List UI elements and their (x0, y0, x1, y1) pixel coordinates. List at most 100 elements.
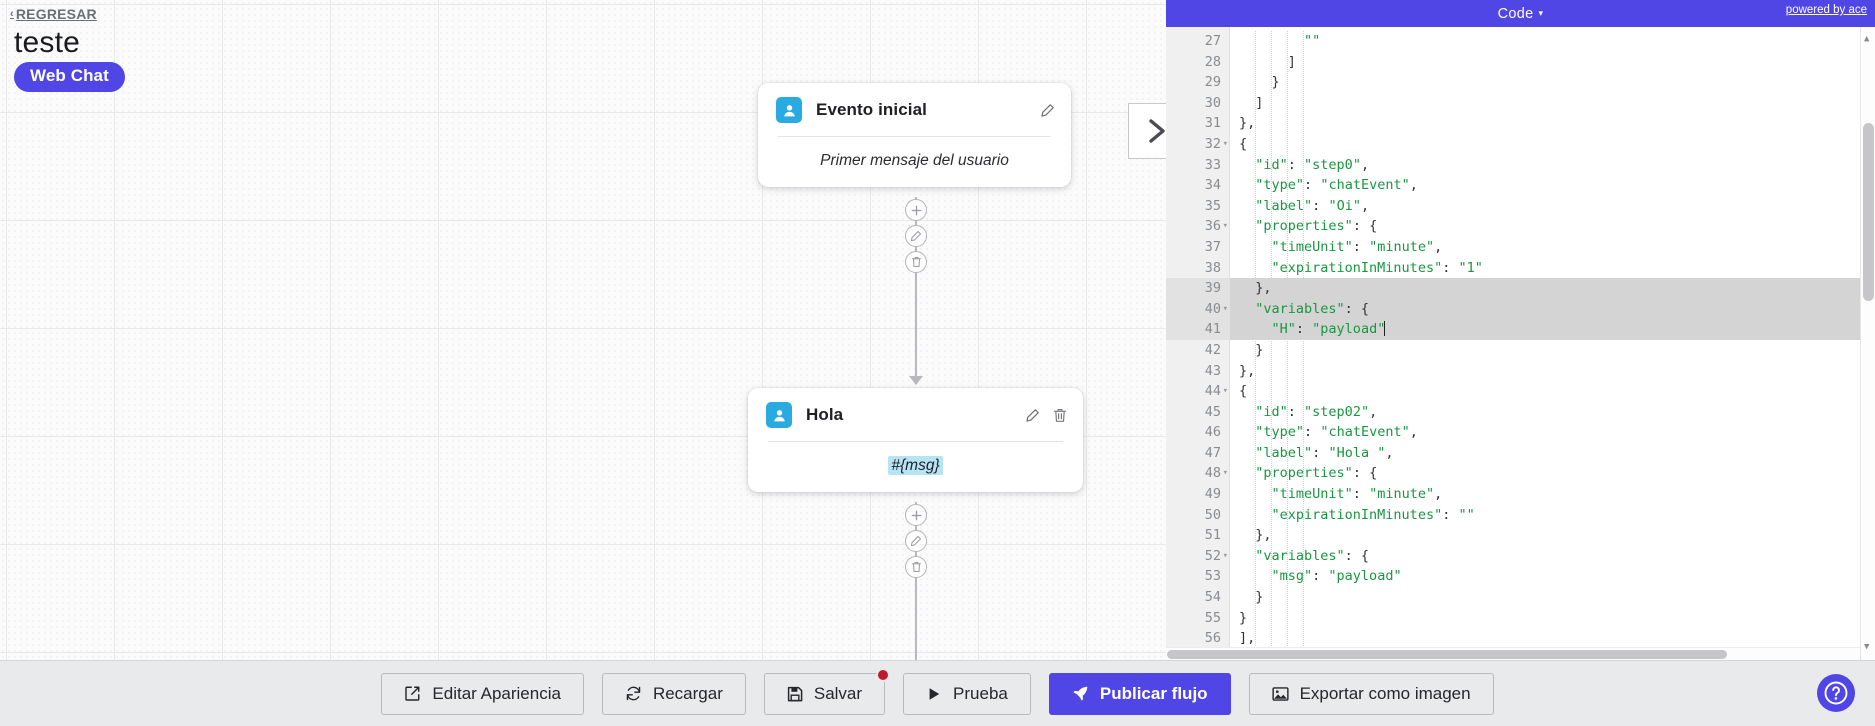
page-title: teste (14, 26, 81, 59)
line-number: 47 (1204, 444, 1221, 461)
code-line[interactable]: "type": "chatEvent", (1255, 424, 1418, 441)
code-content[interactable]: "" ] } ]}, { "id": "step0", "type": "chat… (1230, 27, 1875, 660)
code-line[interactable]: } (1239, 609, 1248, 626)
back-link[interactable]: ‹ REGRESAR (10, 6, 97, 22)
code-line[interactable]: { (1239, 135, 1248, 152)
delete-icon[interactable] (1053, 408, 1067, 423)
line-number: 50 (1204, 506, 1221, 523)
connector-line-1 (915, 197, 917, 384)
play-icon (929, 687, 940, 700)
code-line[interactable]: "id": "step0", (1255, 156, 1370, 173)
vertical-scrollbar[interactable]: ▲ ▼ (1860, 27, 1875, 660)
line-number: 40▾ (1166, 298, 1229, 320)
edit-icon[interactable] (1025, 408, 1040, 423)
connector-delete-button-1[interactable] (905, 251, 927, 273)
collapse-panel-button[interactable] (1128, 103, 1166, 159)
code-line[interactable]: ] (1239, 53, 1296, 70)
save-button[interactable]: Salvar (763, 667, 891, 715)
code-line[interactable]: "properties": { (1255, 218, 1378, 235)
code-line[interactable]: "label": "Hola ", (1255, 444, 1394, 461)
connector-add-button-1[interactable] (905, 199, 927, 221)
node-header: Hola (748, 388, 1083, 441)
code-line[interactable]: "expirationInMinutes": "1" (1271, 259, 1483, 276)
code-panel-title-dropdown[interactable]: Code ▾ (1498, 6, 1544, 22)
publish-flow-button[interactable]: Publicar flujo (1048, 672, 1231, 715)
line-number: 35 (1204, 197, 1221, 214)
node-variable-chip: #{msg} (888, 456, 943, 475)
edit-square-icon (405, 686, 420, 701)
line-number: 54 (1204, 589, 1221, 606)
add-icon (911, 205, 921, 215)
scrollbar-thumb[interactable] (1863, 123, 1874, 301)
code-line[interactable]: "properties": { (1255, 465, 1378, 482)
code-line[interactable]: "variables": { (1230, 298, 1875, 320)
node-actions (1025, 408, 1067, 423)
node-divider (768, 441, 1063, 442)
reload-button[interactable]: Recargar (601, 672, 746, 715)
fold-toggle-icon[interactable]: ▾ (1222, 386, 1228, 397)
flow-canvas[interactable]: ‹ REGRESAR teste Web Chat (0, 0, 1166, 660)
fold-toggle-icon[interactable]: ▾ (1222, 138, 1228, 149)
scroll-up-icon[interactable]: ▲ (1864, 34, 1870, 44)
fold-toggle-icon[interactable]: ▾ (1222, 303, 1228, 314)
code-line[interactable]: }, (1239, 115, 1256, 132)
scrollbar-thumb-h[interactable] (1167, 650, 1727, 659)
connector-arrow-1 (909, 376, 923, 385)
connector-edit-button-1[interactable] (905, 225, 927, 247)
code-line[interactable]: ] (1239, 94, 1264, 111)
node-title: Hola (806, 405, 844, 424)
code-line[interactable]: } (1239, 74, 1280, 91)
code-line[interactable]: "expirationInMinutes": "" (1271, 506, 1475, 523)
edit-icon (910, 230, 922, 242)
user-avatar-icon (776, 97, 802, 123)
edit-appearance-button[interactable]: Editar Apariencia (381, 672, 584, 715)
code-line[interactable]: "H": "payload" (1230, 319, 1875, 340)
fold-toggle-icon[interactable]: ▾ (1222, 550, 1228, 561)
line-number: 36▾ (1166, 216, 1229, 237)
code-line[interactable]: "" (1304, 33, 1321, 49)
flow-node-evento-inicial[interactable]: Evento inicial Primer mensaje del usuari… (758, 83, 1071, 187)
code-line[interactable]: "timeUnit": "minute", (1271, 238, 1443, 255)
line-number: 49 (1204, 486, 1221, 503)
code-line[interactable]: }, (1230, 278, 1875, 299)
line-number: 44▾ (1166, 381, 1229, 402)
help-button[interactable] (1817, 674, 1855, 712)
horizontal-scrollbar[interactable] (1166, 647, 1860, 660)
connector-edit-button-2[interactable] (905, 530, 927, 552)
code-line[interactable]: } (1239, 341, 1264, 358)
code-line[interactable]: "variables": { (1255, 547, 1370, 564)
node-body: #{msg} (748, 442, 1083, 492)
fold-toggle-icon[interactable]: ▾ (1222, 468, 1228, 479)
line-number: 34 (1204, 177, 1221, 194)
line-number: 42 (1204, 341, 1221, 358)
powered-by-link[interactable]: powered by ace (1785, 4, 1867, 16)
code-line[interactable]: "type": "chatEvent", (1255, 177, 1418, 194)
export-image-button[interactable]: Exportar como imagen (1248, 672, 1494, 715)
connector-add-button-2[interactable] (905, 504, 927, 526)
code-line[interactable]: "timeUnit": "minute", (1271, 486, 1443, 503)
flow-node-hola[interactable]: Hola #{msg} (748, 388, 1083, 492)
chevron-down-icon: ▾ (1538, 8, 1544, 18)
fold-toggle-icon[interactable]: ▾ (1222, 221, 1228, 232)
code-line[interactable]: }, (1239, 362, 1256, 379)
line-number: 30 (1204, 94, 1221, 111)
button-label: Publicar flujo (1099, 683, 1208, 703)
refresh-icon (626, 686, 641, 701)
code-line[interactable]: { (1239, 383, 1248, 400)
code-line[interactable]: }, (1239, 527, 1272, 544)
connector-delete-button-2[interactable] (905, 556, 927, 578)
test-button[interactable]: Prueba (903, 672, 1031, 715)
back-link-label: REGRESAR (15, 6, 97, 22)
code-line[interactable]: "msg": "payload" (1271, 568, 1402, 585)
line-number: 28 (1204, 53, 1221, 70)
code-line[interactable]: "id": "step02", (1255, 403, 1378, 420)
button-label: Exportar como imagen (1299, 683, 1471, 703)
edit-icon[interactable] (1040, 103, 1055, 118)
code-line[interactable]: ], (1239, 630, 1256, 647)
code-line[interactable]: } (1239, 589, 1264, 606)
edit-icon (910, 535, 922, 547)
code-line[interactable]: "label": "Oi", (1255, 197, 1370, 214)
scroll-down-icon[interactable]: ▼ (1864, 642, 1870, 653)
